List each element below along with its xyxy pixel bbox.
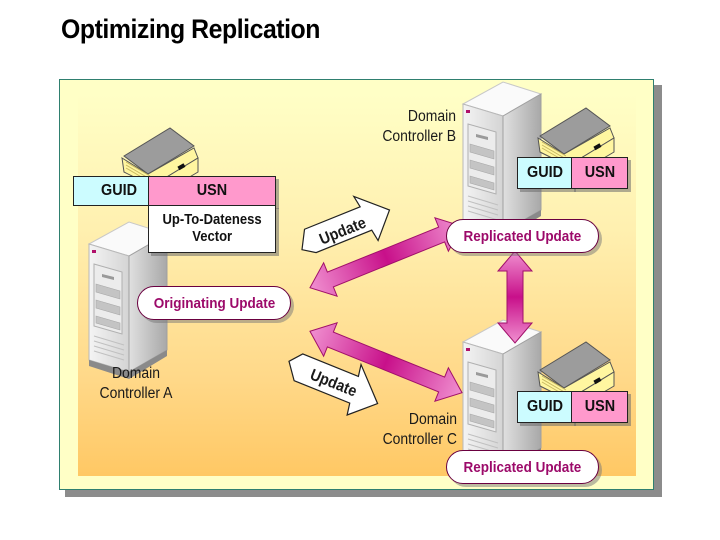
table-b-guid-text: GUID bbox=[527, 164, 563, 181]
update-arrow-top-icon bbox=[301, 195, 391, 254]
double-arrow-a-c-icon bbox=[309, 322, 463, 402]
replicated-update-b-pill: Replicated Update bbox=[446, 219, 599, 253]
double-arrow-b-c-icon bbox=[496, 250, 534, 344]
controller-a-label: Domain Controller A bbox=[82, 364, 190, 404]
controller-c-line2: Controller C bbox=[382, 431, 457, 448]
vector-usn-cell: USN bbox=[148, 176, 276, 206]
controller-b-label: Domain Controller B bbox=[352, 107, 456, 147]
controller-b-line1: Domain bbox=[407, 108, 456, 125]
table-b-usn-cell: USN bbox=[571, 157, 628, 189]
table-c-usn-text: USN bbox=[584, 398, 615, 415]
vector-caption-cell: Up-To-Dateness Vector bbox=[148, 205, 276, 253]
update-arrow-bottom-icon bbox=[288, 353, 379, 416]
table-b-guid-cell: GUID bbox=[517, 157, 573, 189]
table-b-usn-text: USN bbox=[584, 164, 615, 181]
controller-c-line1: Domain bbox=[408, 411, 457, 428]
table-c-guid-text: GUID bbox=[527, 398, 563, 415]
vector-usn-text: USN bbox=[196, 182, 228, 199]
controller-a-line1: Domain bbox=[111, 365, 161, 382]
originating-update-pill: Originating Update bbox=[137, 286, 291, 320]
replicated-update-b-text: Replicated Update bbox=[463, 227, 582, 245]
table-c-guid-cell: GUID bbox=[517, 391, 573, 423]
page-title: Optimizing Replication bbox=[61, 14, 320, 44]
table-c-usn-cell: USN bbox=[571, 391, 628, 423]
controller-b-line2: Controller B bbox=[382, 128, 456, 145]
vector-guid-text: GUID bbox=[101, 182, 137, 199]
originating-update-text: Originating Update bbox=[153, 294, 275, 312]
vector-caption-line2: Vector bbox=[192, 229, 232, 245]
replicated-update-c-pill: Replicated Update bbox=[446, 450, 599, 484]
replicated-update-c-text: Replicated Update bbox=[463, 458, 582, 476]
controller-c-label: Domain Controller C bbox=[352, 410, 457, 450]
vector-caption-line1: Up-To-Dateness bbox=[162, 212, 262, 228]
controller-a-line2: Controller A bbox=[99, 385, 173, 402]
